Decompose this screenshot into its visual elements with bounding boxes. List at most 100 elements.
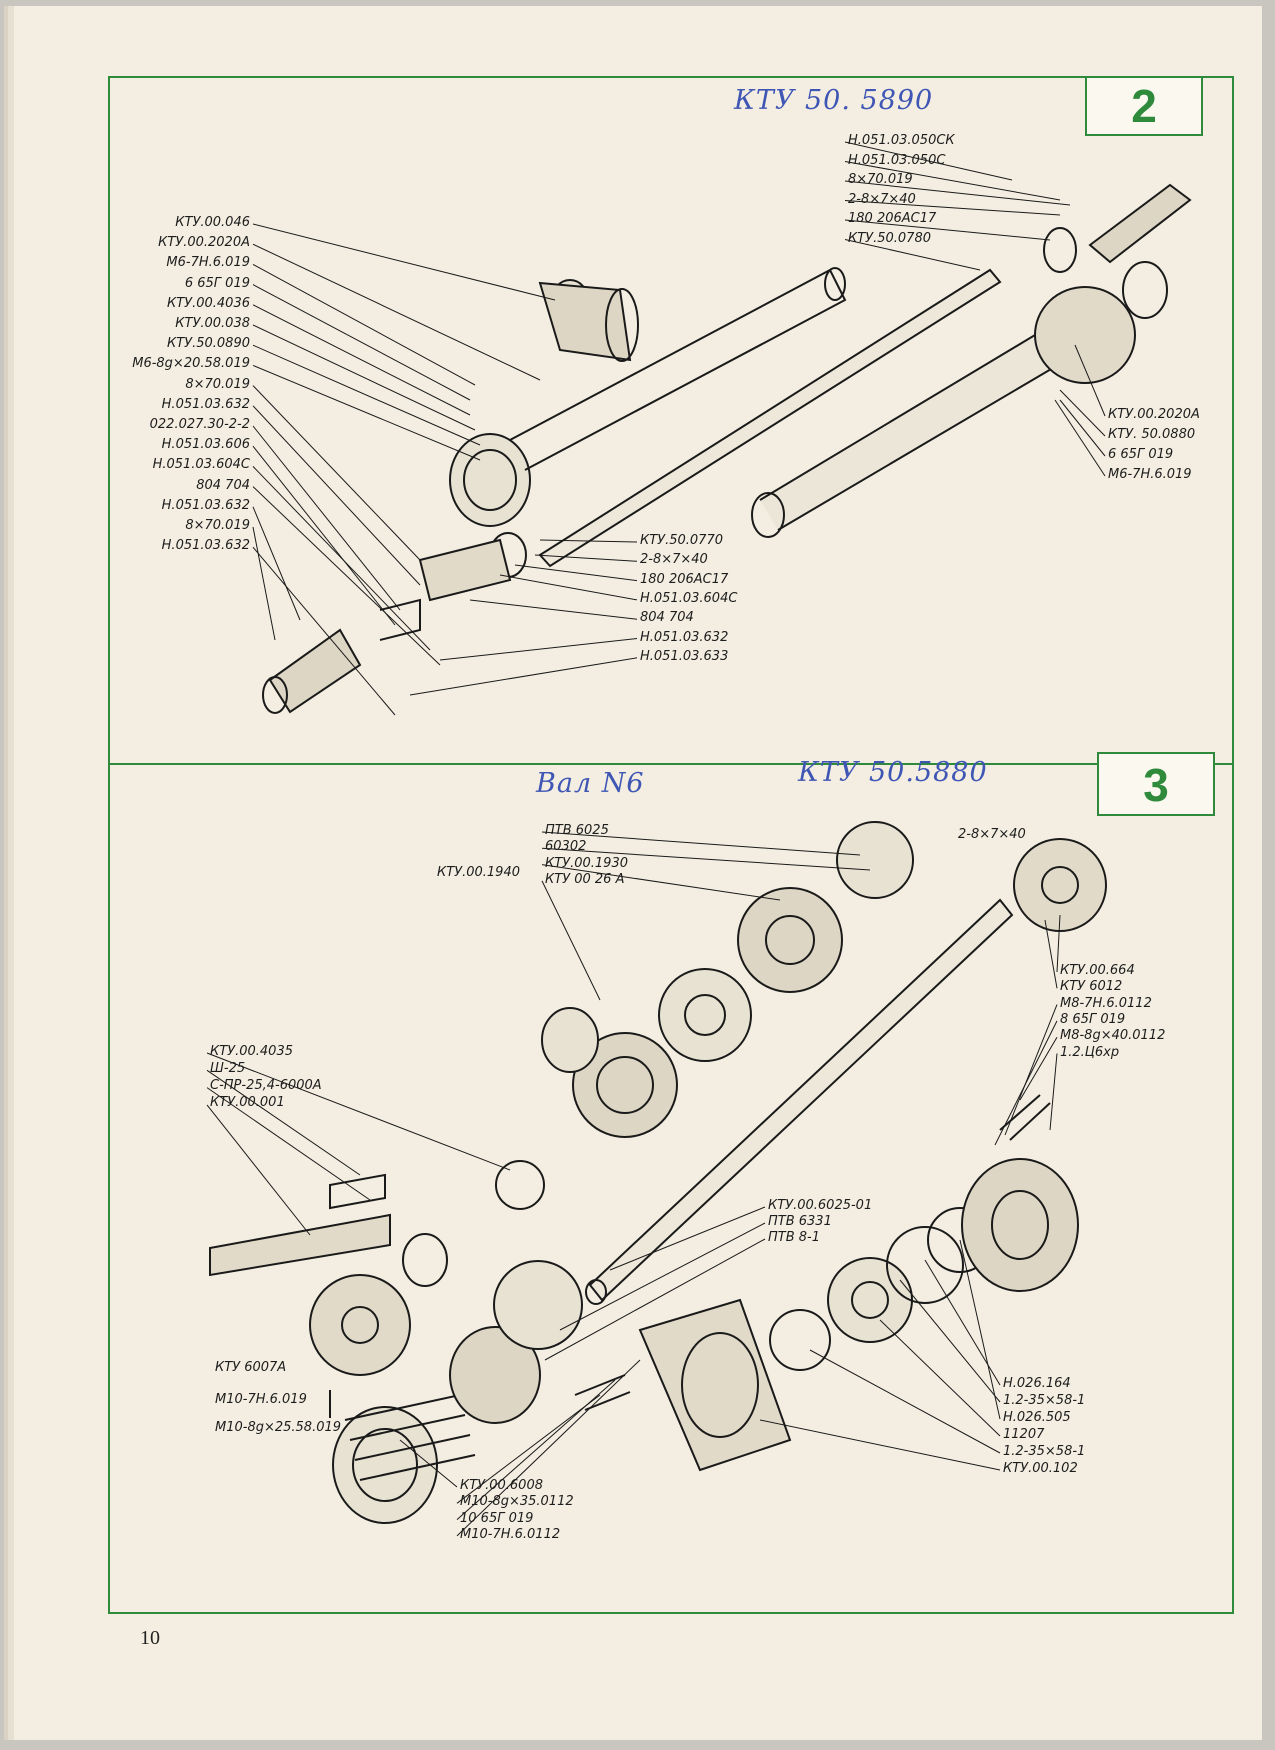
part-label: Н.051.03.050С bbox=[848, 152, 946, 168]
part-label: М10-7Н.6.019 bbox=[215, 1392, 307, 1407]
leader-line bbox=[252, 405, 421, 586]
page-number: 10 bbox=[140, 1627, 160, 1649]
leader-line bbox=[1044, 919, 1058, 989]
part-label: 8 65Г 019 bbox=[1060, 1011, 1126, 1027]
part-label: М6-7Н.6.019 bbox=[166, 255, 250, 271]
part-label: ПТВ 6025 bbox=[545, 823, 609, 838]
part-label: 022.027.30-2-2 bbox=[149, 417, 250, 432]
part-label: М8-7Н.6.0112 bbox=[1060, 995, 1152, 1011]
part-label: КТУ. 50.0880 bbox=[1108, 427, 1196, 442]
leader-line bbox=[252, 344, 481, 446]
leader-line bbox=[544, 1238, 766, 1361]
leader-line bbox=[1019, 1036, 1058, 1101]
leader-line bbox=[844, 239, 981, 271]
leader-line bbox=[559, 1222, 766, 1331]
bearing-housing-drawing bbox=[638, 1158, 1079, 1472]
leader-line bbox=[844, 141, 1013, 181]
part-label: КТУ.00.001 bbox=[210, 1095, 285, 1110]
leader-line bbox=[399, 1439, 458, 1488]
figure-number-3: 3 bbox=[1097, 752, 1215, 816]
left-universal-joint-drawing bbox=[262, 538, 512, 714]
part-label: Н.051.03.604С bbox=[640, 590, 738, 606]
part-label: Н.051.03.050СК bbox=[848, 133, 955, 148]
snap-ring-drawing bbox=[495, 1160, 545, 1210]
part-label: КТУ.00.102 bbox=[1003, 1461, 1078, 1476]
leader-line bbox=[541, 847, 871, 871]
leader-line bbox=[252, 284, 471, 401]
part-label: 804 704 bbox=[196, 477, 250, 493]
part-label: Н.051.03.606 bbox=[161, 437, 250, 453]
leader-line bbox=[809, 1349, 1001, 1454]
part-label: КТУ.00.6008 bbox=[460, 1478, 543, 1493]
part-label: КТУ 6007А bbox=[215, 1360, 287, 1375]
leader-line bbox=[1004, 1004, 1058, 1136]
part-label: М6-7Н.6.019 bbox=[1108, 467, 1192, 482]
part-label: Н.051.03.632 bbox=[640, 629, 729, 645]
part-label: 10 65Г 019 bbox=[460, 1510, 534, 1526]
part-label: 1.2-35×58-1 bbox=[1003, 1393, 1086, 1408]
leader-line bbox=[252, 506, 301, 621]
leader-line bbox=[252, 263, 476, 386]
part-label: 8×70.019 bbox=[185, 376, 250, 392]
leader-line bbox=[844, 200, 1061, 216]
part-label: М6-8g×20.58.019 bbox=[132, 356, 250, 372]
leader-line bbox=[439, 638, 638, 661]
chain-link-drawing bbox=[209, 1173, 391, 1277]
leader-line bbox=[844, 161, 1061, 201]
part-label: ПТВ 8-1 bbox=[768, 1230, 820, 1245]
part-label: Н.051.03.604С bbox=[152, 457, 250, 473]
sprocket-top-right-drawing bbox=[1013, 838, 1107, 932]
leader-line bbox=[541, 831, 861, 856]
leader-line bbox=[879, 1319, 1001, 1437]
leader-line bbox=[1056, 914, 1061, 973]
part-label: Н.026.505 bbox=[1003, 1410, 1071, 1425]
part-label: КТУ.00.664 bbox=[1060, 963, 1135, 978]
part-label: Н.051.03.632 bbox=[161, 538, 250, 554]
leader-line bbox=[252, 223, 556, 301]
bolts-drawing bbox=[329, 1094, 1051, 1418]
leader-line bbox=[409, 657, 638, 696]
leader-line bbox=[1059, 389, 1106, 437]
leader-line bbox=[469, 599, 638, 620]
leader-line bbox=[252, 425, 401, 611]
part-label: КТУ 00 26 А bbox=[545, 871, 625, 887]
part-label: КТУ.50.0890 bbox=[167, 336, 250, 352]
leader-line bbox=[539, 539, 638, 543]
part-label: КТУ.00.046 bbox=[175, 215, 250, 230]
handwritten-assembly-code-2: КТУ 50.5880 bbox=[798, 757, 988, 788]
part-label: КТУ.00.2020А bbox=[1108, 407, 1200, 422]
part-label: Н.051.03.632 bbox=[161, 396, 250, 412]
handwritten-note-shaft: Вал N6 bbox=[536, 768, 645, 799]
leader-line bbox=[206, 1052, 511, 1171]
part-label: 1.2.Ц6хр bbox=[1060, 1044, 1120, 1060]
leader-line bbox=[252, 526, 276, 641]
right-tube-drawing bbox=[751, 261, 1168, 538]
leader-line bbox=[206, 1069, 361, 1176]
part-label: КТУ.00.2020А bbox=[158, 235, 250, 251]
part-label: 60302 bbox=[545, 839, 587, 855]
part-label: КТУ.00.4035 bbox=[210, 1044, 293, 1059]
leader-line bbox=[456, 1359, 641, 1537]
leader-line bbox=[252, 385, 421, 561]
part-label: 2-8×7×40 bbox=[848, 191, 916, 207]
sleeve-bushing-drawing bbox=[538, 279, 639, 362]
figure-frame bbox=[108, 76, 1234, 1614]
leader-line bbox=[534, 554, 638, 562]
leader-line bbox=[1059, 399, 1106, 457]
part-label: 804 704 bbox=[640, 610, 694, 626]
part-label: 6 65Г 019 bbox=[1108, 447, 1174, 462]
part-label: М8-8g×40.0112 bbox=[1060, 1028, 1166, 1044]
section-divider bbox=[108, 763, 1234, 765]
leader-line bbox=[994, 1020, 1058, 1146]
part-label: Н.051.03.632 bbox=[161, 497, 250, 513]
leader-line bbox=[959, 1239, 1001, 1420]
leader-line bbox=[499, 574, 638, 601]
part-label: КТУ.00.1930 bbox=[545, 855, 628, 871]
part-label: 1.2-35×58-1 bbox=[1003, 1444, 1086, 1459]
leader-line bbox=[1054, 399, 1106, 477]
right-universal-joint-drawing bbox=[1043, 183, 1192, 273]
leader-line bbox=[1049, 1053, 1058, 1131]
leader-line bbox=[844, 219, 1051, 241]
part-label: КТУ.00.038 bbox=[175, 316, 250, 331]
